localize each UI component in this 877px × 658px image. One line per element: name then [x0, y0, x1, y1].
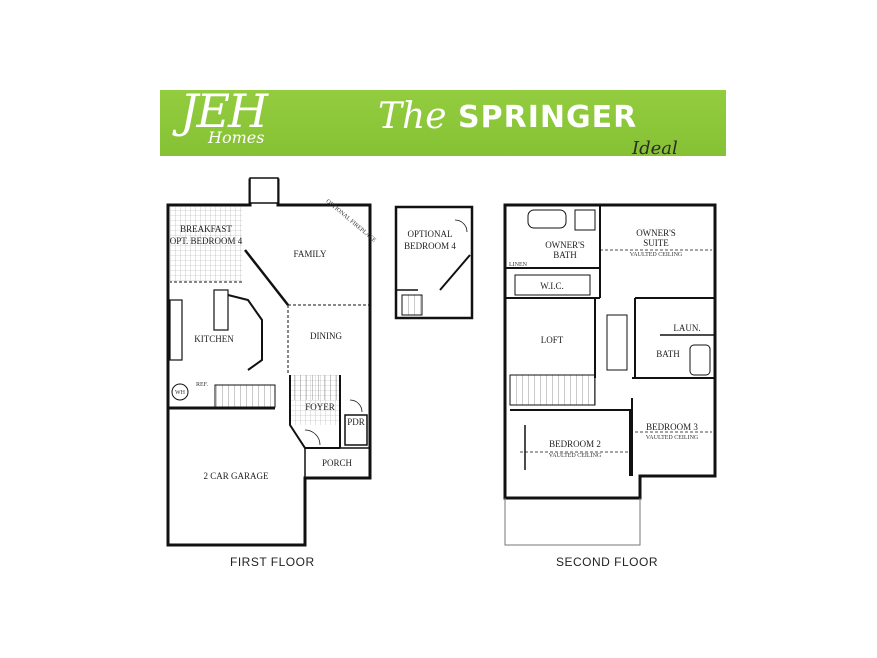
refrigerator-label: REF.	[196, 382, 209, 388]
dining-label: DINING	[310, 331, 342, 341]
plan-article: The	[378, 96, 447, 137]
owners-suite-label-2: SUITE	[643, 238, 669, 248]
plan-series: Ideal	[632, 138, 678, 159]
foyer-label: FOYER	[305, 402, 335, 412]
title-banner	[160, 90, 726, 156]
owners-bath-label-1: OWNER'S	[545, 240, 585, 250]
water-heater-label: WH	[175, 390, 186, 396]
optional-bedroom-label: BEDROOM 4	[404, 241, 456, 251]
bedroom3-vaulted-label: VAULTED CEILING	[646, 435, 699, 441]
opt-bedroom-label: OPT. BEDROOM 4	[170, 236, 243, 246]
linen-label: LINEN	[509, 262, 528, 268]
second-floor-plan	[503, 203, 717, 546]
brand-logo: JEH	[180, 84, 268, 138]
bedroom2-label: BEDROOM 2	[549, 439, 601, 449]
second-floor-label: SECOND FLOOR	[556, 555, 659, 569]
bedroom3-label: BEDROOM 3	[646, 422, 698, 432]
wic-label: W.I.C.	[540, 281, 563, 291]
porch-label: PORCH	[322, 458, 353, 468]
laundry-label: LAUN.	[673, 323, 700, 333]
first-floor-plan	[166, 177, 372, 547]
family-label: FAMILY	[294, 249, 327, 259]
breakfast-label: BREAKFAST	[180, 224, 232, 234]
plan-name: SPRINGER	[458, 100, 638, 135]
garage-label: 2 CAR GARAGE	[203, 471, 269, 481]
kitchen-label: KITCHEN	[194, 334, 234, 344]
brand-sub: Homes	[208, 128, 265, 147]
bedroom2-vaulted-label: VAULTED CEILING	[549, 453, 602, 459]
owners-bath-label-2: BATH	[553, 250, 577, 260]
powder-room-label: PDR	[347, 417, 365, 427]
optional-bedroom-plan	[394, 205, 474, 320]
owners-suite-vaulted-label: VAULTED CEILING	[630, 252, 683, 258]
loft-label: LOFT	[541, 335, 564, 345]
first-floor-label: FIRST FLOOR	[230, 555, 315, 569]
bath-label: BATH	[656, 349, 680, 359]
optional-label: OPTIONAL	[408, 229, 453, 239]
owners-suite-label-1: OWNER'S	[636, 228, 676, 238]
